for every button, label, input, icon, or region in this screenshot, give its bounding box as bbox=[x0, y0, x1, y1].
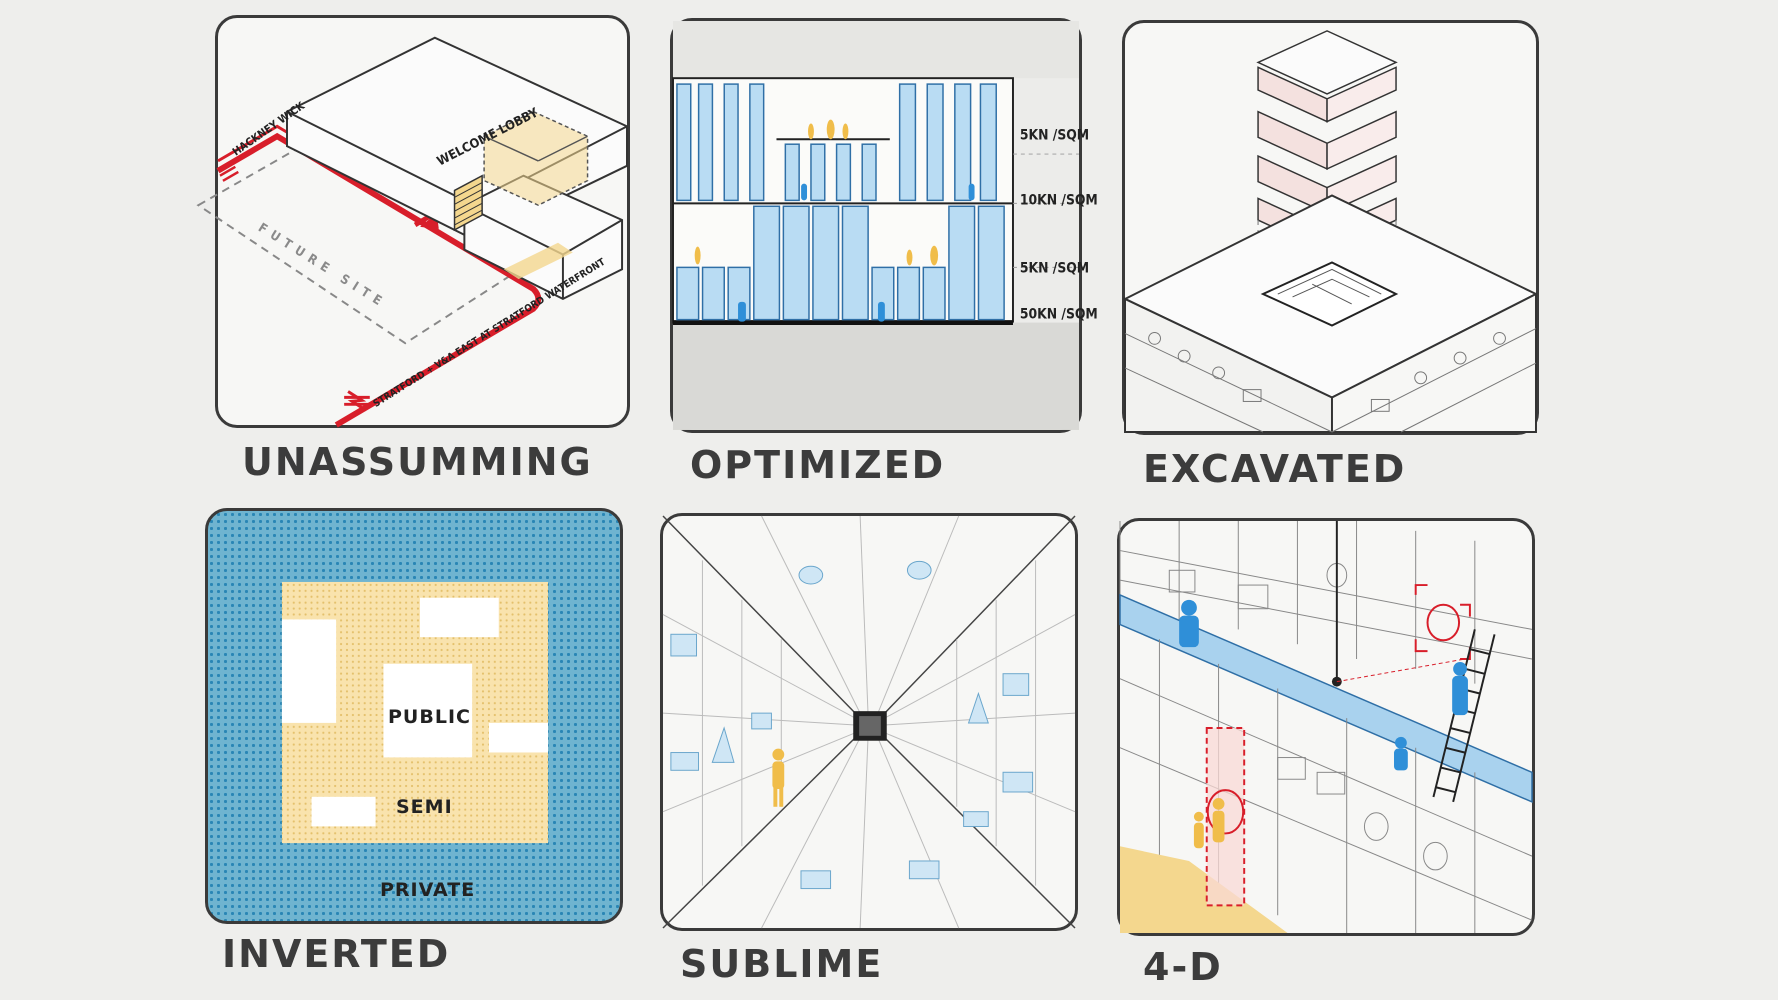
load-label-3: 5KN /SQM bbox=[1020, 260, 1089, 276]
perspective-corridor-diagram bbox=[662, 515, 1076, 929]
caption-unassumming: UNASSUMMING bbox=[242, 440, 593, 484]
panel-4d bbox=[1117, 518, 1535, 936]
caption-sublime: SUBLIME bbox=[680, 942, 884, 986]
stratford-label: STRATFORD + V&A EAST AT STRATFORD WATERF… bbox=[371, 257, 607, 410]
panel-unassumming: HACKNEY WICK WELCOME LOBBY FUTURE SITE S… bbox=[196, 15, 630, 428]
future-site-label: FUTURE SITE bbox=[255, 221, 389, 312]
panel-optimized: 5KN /SQM 10KN /SQM 5KN /SQM 50KN /SQM bbox=[670, 18, 1098, 433]
public-zone-label: PUBLIC bbox=[388, 706, 471, 728]
excavated-axonometric-diagram bbox=[1122, 30, 1539, 433]
load-section-diagram: 5KN /SQM 10KN /SQM 5KN /SQM 50KN /SQM bbox=[672, 21, 1098, 430]
zone-plan-diagram bbox=[281, 581, 549, 844]
site-axonometric-diagram: HACKNEY WICK WELCOME LOBBY FUTURE SITE S… bbox=[196, 36, 628, 428]
panel-sublime bbox=[660, 513, 1078, 931]
load-label-1: 5KN /SQM bbox=[1020, 127, 1089, 143]
caption-inverted: INVERTED bbox=[222, 932, 451, 976]
load-label-2: 10KN /SQM bbox=[1020, 192, 1098, 208]
caption-4d: 4-D bbox=[1143, 945, 1223, 989]
panel-excavated bbox=[1122, 20, 1539, 435]
caption-excavated: EXCAVATED bbox=[1143, 447, 1407, 491]
private-zone-label: PRIVATE bbox=[380, 879, 476, 901]
hackney-rail-icon bbox=[219, 165, 239, 182]
national-rail-icon bbox=[344, 390, 370, 412]
panel-inverted: PUBLIC SEMI PRIVATE bbox=[205, 508, 623, 924]
caption-optimized: OPTIMIZED bbox=[690, 443, 946, 487]
semi-zone-label: SEMI bbox=[396, 796, 453, 818]
load-label-4: 50KN /SQM bbox=[1020, 307, 1098, 323]
four-d-axonometric-diagram bbox=[1119, 521, 1533, 933]
visitor-figure-icon bbox=[772, 748, 785, 807]
